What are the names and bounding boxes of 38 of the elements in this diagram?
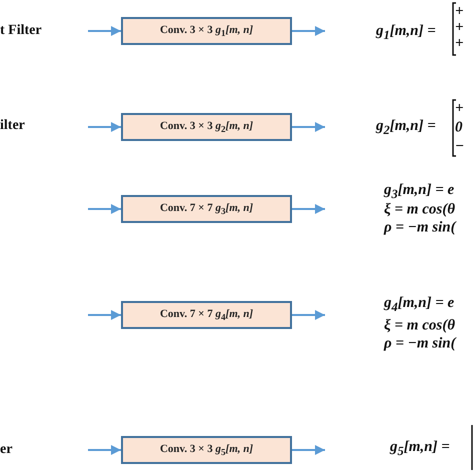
formula-text: 0 [455, 120, 462, 136]
box-label: Conv. 3 × 3 g$_{1}$[m, n] [160, 24, 254, 38]
arrow [88, 204, 121, 214]
box-label: Conv. 3 × 3 g$_{5}$[m, n] [160, 442, 254, 458]
formula-text: g$_{4}$[m,n] = e [384, 295, 454, 315]
formula-text: + [455, 36, 464, 52]
formula-text: g$_{3}$[m,n] = e [384, 182, 454, 202]
arrow [292, 445, 325, 455]
formula-text: + [455, 20, 464, 36]
filter-name: ilter [0, 118, 25, 134]
formula-text: + [455, 4, 464, 20]
formula-text: g$_{5}$[m,n] = [390, 439, 450, 459]
process-box [121, 436, 292, 464]
formula-text: ξ = m cos(θ [384, 318, 455, 334]
process-box [121, 301, 292, 329]
arrow [88, 310, 121, 320]
arrow [88, 26, 121, 36]
arrow [292, 26, 325, 36]
filter-name: er [0, 442, 12, 458]
filter-name: t Filter [0, 23, 42, 39]
arrow [292, 204, 325, 214]
box-label: Conv. 7 × 7 g$_{4}$[m, n] [160, 308, 254, 322]
arrow [88, 445, 121, 455]
formula-text: − [455, 138, 464, 156]
formula-text: g$_{2}$[m,n] = [376, 118, 436, 138]
box-label: Conv. 3 × 3 g$_{2}$[m, n] [160, 120, 254, 134]
box-label: Conv. 7 × 7 g$_{3}$[m, n] [160, 202, 254, 216]
process-box [121, 17, 292, 45]
formula-text: ξ = m cos(θ [384, 202, 455, 218]
formula-text: g$_{1}$[m,n] = [376, 23, 436, 43]
arrow [88, 122, 121, 132]
arrow [292, 122, 325, 132]
arrow [292, 310, 325, 320]
formula-text: ρ = −m sin( [384, 336, 456, 352]
formula-text: + [455, 100, 464, 118]
process-box [121, 195, 292, 223]
process-box [121, 113, 292, 141]
formula-text: ρ = −m sin( [384, 220, 456, 236]
